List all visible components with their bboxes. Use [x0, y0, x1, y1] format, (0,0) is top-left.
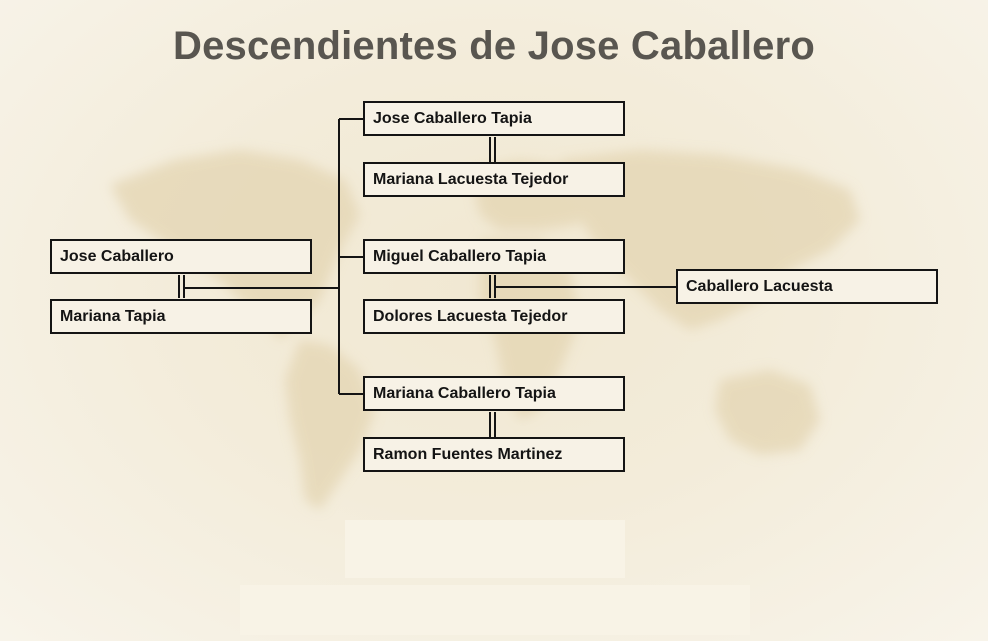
spouse-child-2[interactable]: Dolores Lacuesta Tejedor: [363, 299, 625, 334]
footer-strip: [240, 585, 750, 635]
person-root[interactable]: Jose Caballero: [50, 239, 312, 274]
person-child-1[interactable]: Jose Caballero Tapia: [363, 101, 625, 136]
person-child-3[interactable]: Mariana Caballero Tapia: [363, 376, 625, 411]
page-title: Descendientes de Jose Caballero: [172, 24, 816, 68]
footer-strip: [345, 520, 625, 578]
spouse-child-1[interactable]: Mariana Lacuesta Tejedor: [363, 162, 625, 197]
spouse-child-3[interactable]: Ramon Fuentes Martinez: [363, 437, 625, 472]
person-grandchild-1[interactable]: Caballero Lacuesta: [676, 269, 938, 304]
person-child-2[interactable]: Miguel Caballero Tapia: [363, 239, 625, 274]
spouse-root[interactable]: Mariana Tapia: [50, 299, 312, 334]
